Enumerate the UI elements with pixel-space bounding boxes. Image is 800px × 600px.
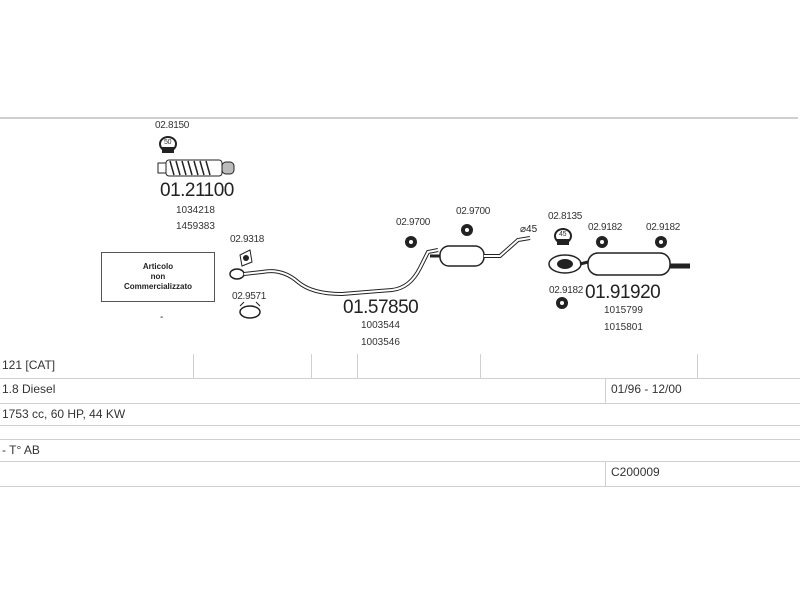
column-divider <box>480 354 481 378</box>
table-cell: 121 [CAT] <box>2 358 56 372</box>
gasket-ring-icon <box>239 301 261 319</box>
oem-number: 1015801 <box>604 322 643 333</box>
table-cell: 1753 cc, 60 HP, 44 KW <box>2 407 126 421</box>
hanger-icon <box>405 236 417 248</box>
table-row: 1.8 Diesel 01/96 - 12/00 <box>0 378 800 404</box>
hanger-code: 02.9182 <box>646 222 681 233</box>
table-cell: C200009 <box>611 465 660 479</box>
diagram-area <box>0 117 798 355</box>
not-commercialized-notice: Articolo non Commercializzato <box>101 252 215 302</box>
middle-silencer-icon <box>430 236 531 267</box>
column-divider <box>311 354 312 378</box>
rear-silencer-icon <box>548 252 690 276</box>
column-divider <box>357 354 358 378</box>
oem-number: 1003546 <box>361 337 400 348</box>
clamp-code: 02.8135 <box>548 211 583 222</box>
hanger-code: 02.9182 <box>588 222 623 233</box>
hanger-icon <box>556 297 568 309</box>
gasket-code: 02.9571 <box>232 291 267 302</box>
table-row <box>0 425 800 440</box>
gasket-icon <box>239 249 253 267</box>
table-row: 1753 cc, 60 HP, 44 KW <box>0 403 800 426</box>
gasket-code: 02.9318 <box>230 234 265 245</box>
flex-pipe-clamp-icon <box>159 136 177 153</box>
notice-line: Articolo <box>142 262 174 271</box>
hanger-icon <box>461 224 473 236</box>
table-row: - T° AB <box>0 439 800 462</box>
flex-pipe-part-number[interactable]: 01.21100 <box>160 180 234 201</box>
clamp-code: 02.8150 <box>155 120 190 131</box>
column-divider <box>697 354 698 378</box>
front-pipe-icon <box>229 248 439 297</box>
oem-number: 1015799 <box>604 305 643 316</box>
rear-silencer-part-number[interactable]: 01.91920 <box>585 282 661 303</box>
hanger-code: 02.9700 <box>396 217 431 228</box>
notice-line: non <box>150 272 166 281</box>
column-divider <box>605 378 606 403</box>
clamp-size-label: 45 <box>559 231 567 238</box>
dash-mark: - <box>160 312 164 323</box>
hanger-icon <box>596 236 608 248</box>
column-divider <box>605 461 606 486</box>
table-cell: 01/96 - 12/00 <box>611 382 682 396</box>
notice-line: Commercializzato <box>123 282 193 291</box>
flex-pipe-icon <box>157 159 235 177</box>
hanger-code: 02.9182 <box>549 285 584 296</box>
table-cell: - T° AB <box>2 443 40 457</box>
oem-number: 1459383 <box>176 221 215 232</box>
oem-number: 1003544 <box>361 320 400 331</box>
middle-silencer-part-number[interactable]: 01.57850 <box>343 297 419 318</box>
exhaust-drawing <box>157 136 690 319</box>
oem-number: 1034218 <box>176 205 215 216</box>
pipe-diameter: ⌀45 <box>520 224 538 235</box>
column-divider <box>193 354 194 378</box>
hanger-code: 02.9700 <box>456 206 491 217</box>
table-row: 121 [CAT] <box>0 354 800 379</box>
clamp-size-label: 50 <box>164 139 172 146</box>
hanger-icon <box>655 236 667 248</box>
rear-clamp-icon <box>554 228 572 245</box>
table-cell: 1.8 Diesel <box>2 382 56 396</box>
table-row: C200009 <box>0 461 800 487</box>
